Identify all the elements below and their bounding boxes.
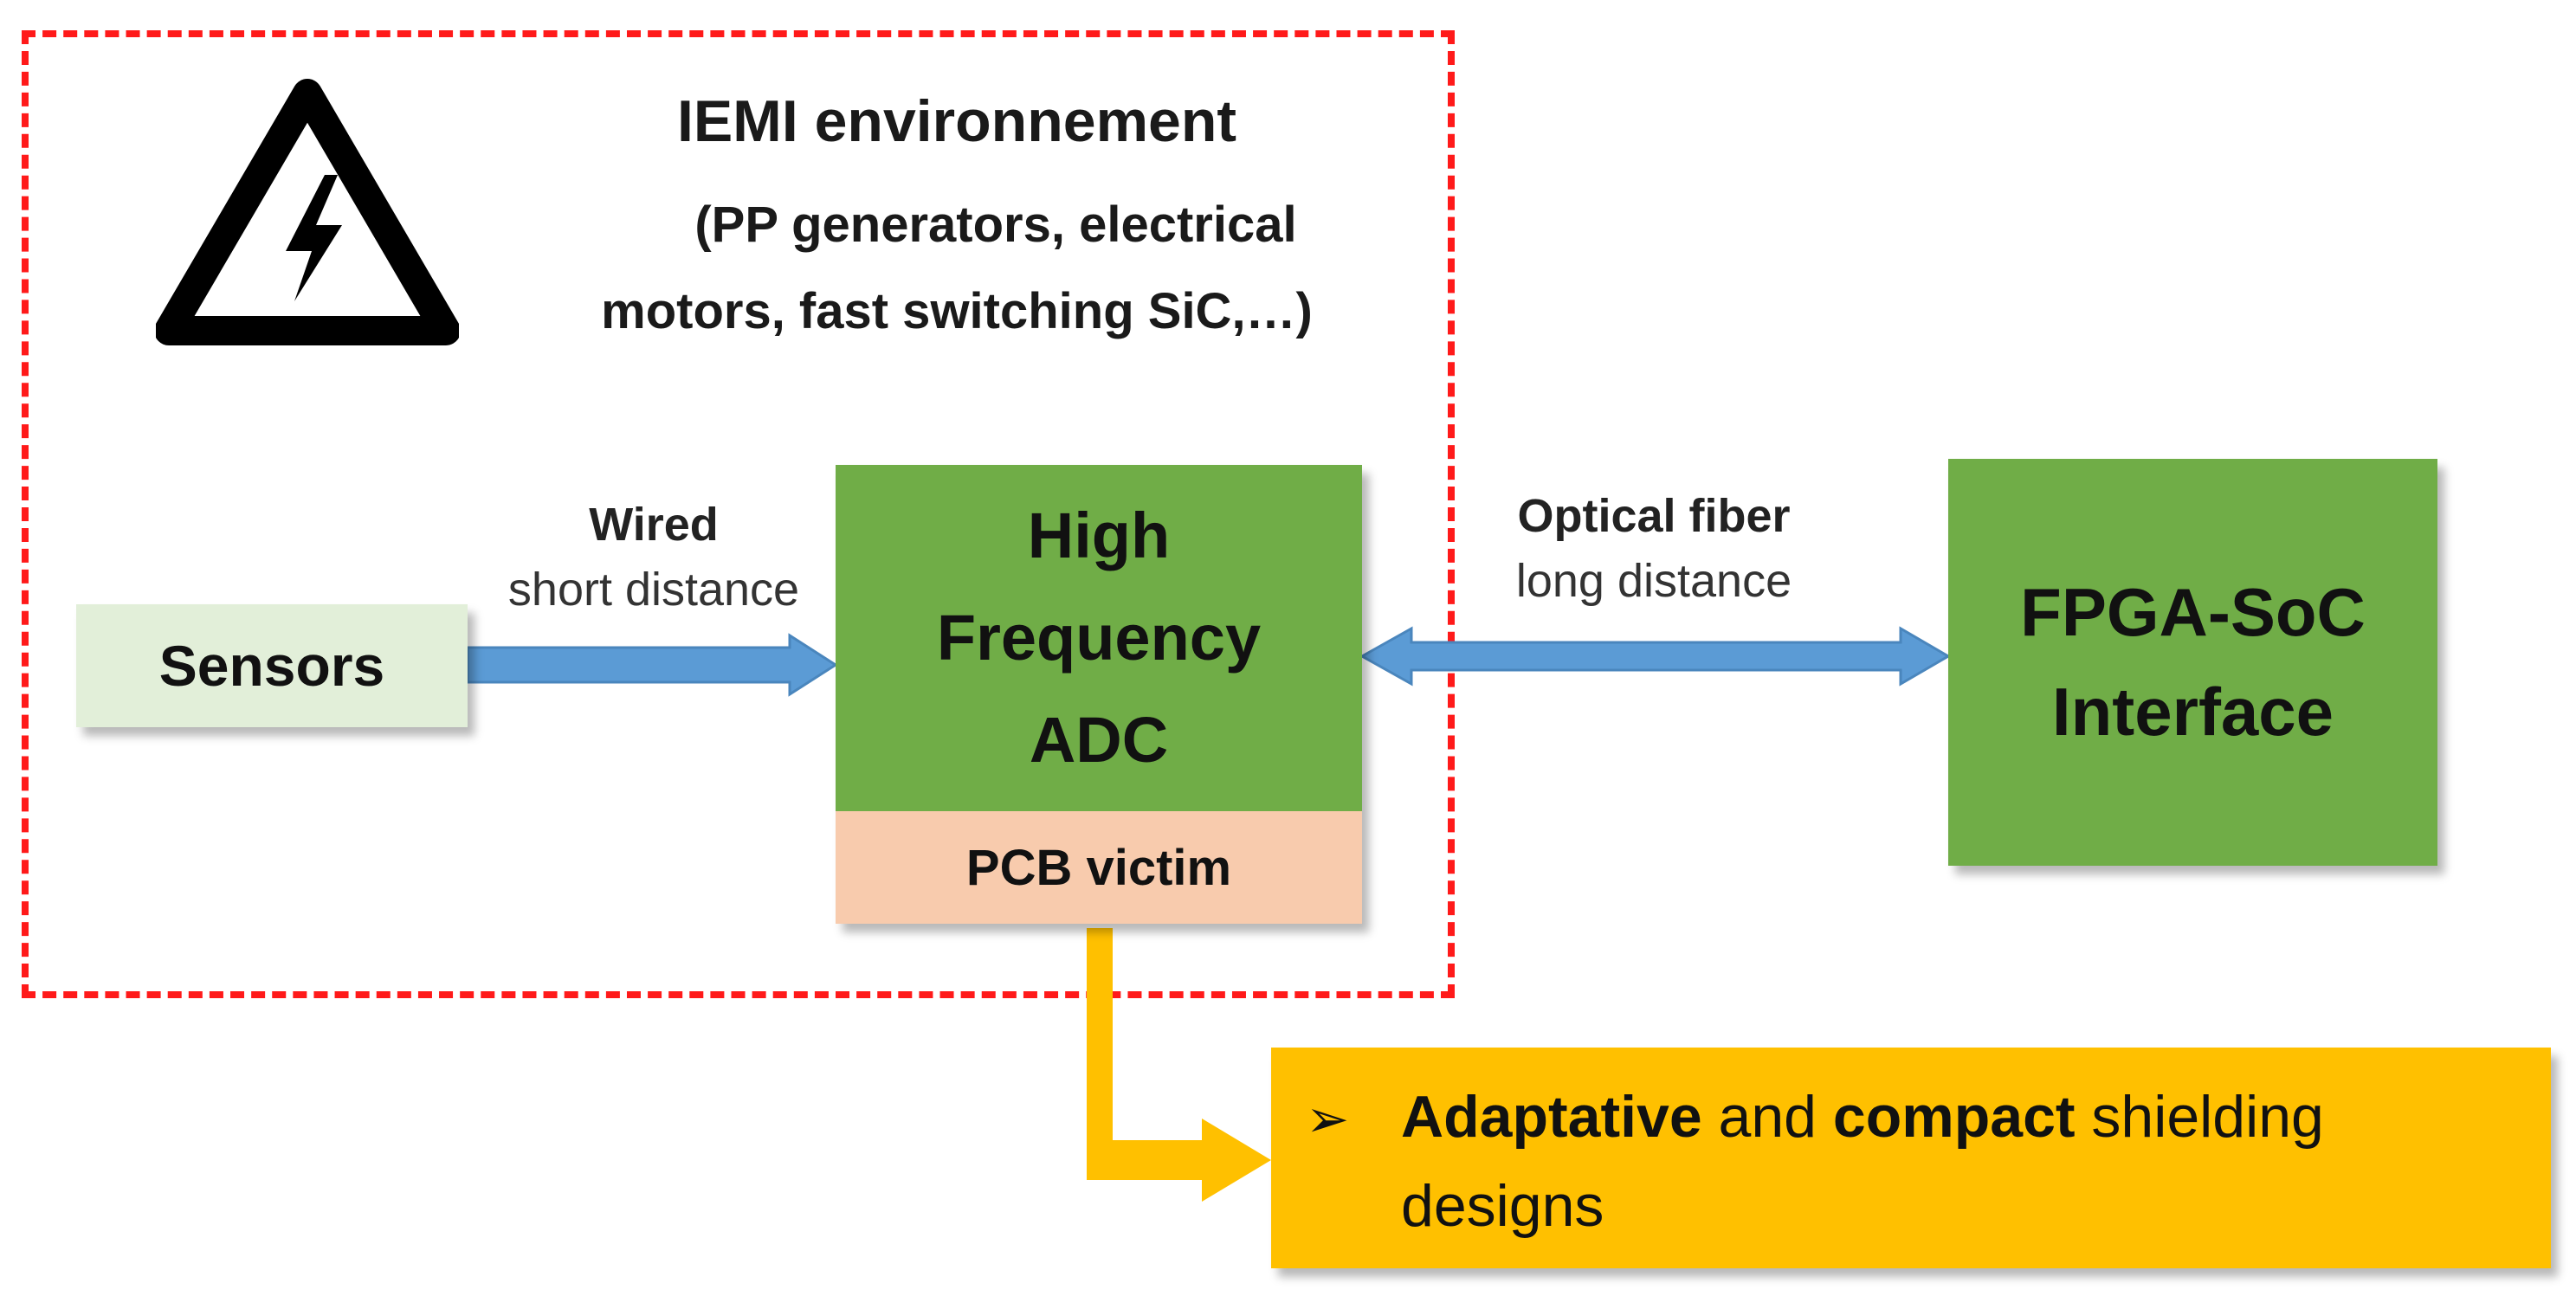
- shielding-text-shielding: shielding: [2075, 1084, 2324, 1150]
- shielding-text-and: and: [1701, 1084, 1833, 1150]
- wired-arrow: [466, 633, 838, 697]
- shielding-arrow: [1087, 928, 1271, 1202]
- optical-link-label: Optical fiber long distance: [1472, 485, 1836, 615]
- adc-line2: Frequency: [936, 602, 1262, 674]
- wired-link-label: Wired short distance: [481, 493, 827, 623]
- shielding-bold-compact: compact: [1832, 1084, 2076, 1150]
- shielding-designs-box: ➢ Adaptative and compact shielding design…: [1271, 1048, 2551, 1268]
- adc-line3: ADC: [1029, 704, 1169, 776]
- optical-arrow: [1359, 626, 1951, 687]
- wired-link-subtitle: short distance: [507, 564, 800, 616]
- pcb-victim-box: PCB victim: [836, 811, 1362, 924]
- shielding-line2: designs: [1401, 1173, 1604, 1239]
- fpga-soc-box: FPGA-SoC Interface: [1948, 459, 2437, 866]
- shielding-bold-adaptative: Adaptative: [1401, 1084, 1702, 1150]
- fpga-line1: FPGA-SoC: [2020, 574, 2366, 650]
- wired-link-title: Wired: [589, 499, 719, 551]
- iemi-subtitle: (PP generators, electrical motors, fast …: [485, 182, 1429, 355]
- iemi-title: IEMI environnement: [676, 88, 1237, 154]
- optical-link-title: Optical fiber: [1517, 490, 1791, 542]
- arrow-bullet-icon: ➢: [1306, 1090, 1350, 1148]
- adc-line1: High: [1027, 500, 1171, 571]
- iemi-subtitle-line1: (PP generators, electrical: [694, 197, 1297, 253]
- fpga-line2: Interface: [2051, 674, 2334, 750]
- iemi-subtitle-line2: motors, fast switching SiC,…): [601, 283, 1313, 339]
- adc-box: High Frequency ADC: [836, 465, 1362, 811]
- iemi-zone-border: [22, 30, 1455, 998]
- optical-link-subtitle: long distance: [1515, 555, 1792, 607]
- sensors-box: Sensors: [76, 604, 468, 727]
- high-voltage-warning-icon: [156, 79, 459, 345]
